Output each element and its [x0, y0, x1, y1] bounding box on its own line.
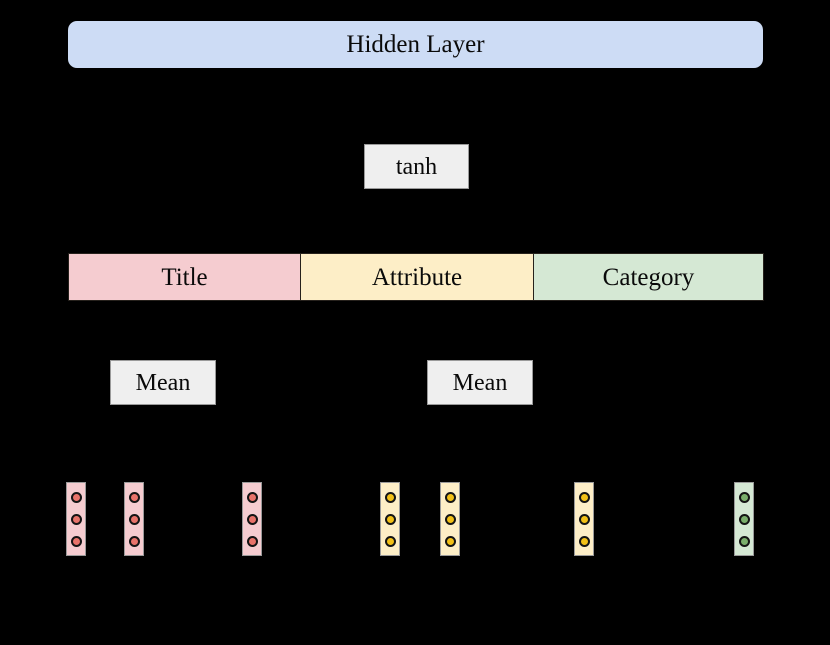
- feature-band-title: Title: [68, 253, 301, 301]
- embedding-cell: [128, 535, 140, 547]
- embedding-cell: [738, 491, 750, 503]
- embedding-vector-attribute: [440, 482, 460, 556]
- embedding-cell: [578, 535, 590, 547]
- embedding-cell: [70, 535, 82, 547]
- embedding-vector-attribute: [574, 482, 594, 556]
- embedding-cell: [246, 491, 258, 503]
- embedding-cell: [444, 535, 456, 547]
- embedding-cell: [384, 513, 396, 525]
- embedding-vector-title: [242, 482, 262, 556]
- embedding-cell: [738, 513, 750, 525]
- embedding-vector-attribute: [380, 482, 400, 556]
- embedding-cell: [738, 535, 750, 547]
- embedding-cell: [128, 491, 140, 503]
- embedding-cell: [444, 513, 456, 525]
- mean-pooling-attribute: Mean: [427, 360, 533, 405]
- hidden-layer-block: Hidden Layer: [68, 21, 763, 68]
- embedding-cell: [70, 513, 82, 525]
- embedding-cell: [578, 513, 590, 525]
- embedding-vector-title: [124, 482, 144, 556]
- tanh-activation-block: tanh: [364, 144, 469, 189]
- embedding-cell: [246, 513, 258, 525]
- feature-band-attribute: Attribute: [300, 253, 534, 301]
- embedding-cell: [444, 491, 456, 503]
- embedding-cell: [384, 491, 396, 503]
- embedding-cell: [70, 491, 82, 503]
- embedding-vector-category: [734, 482, 754, 556]
- embedding-vector-title: [66, 482, 86, 556]
- feature-band-category: Category: [533, 253, 764, 301]
- embedding-cell: [128, 513, 140, 525]
- embedding-cell: [578, 491, 590, 503]
- mean-pooling-title: Mean: [110, 360, 216, 405]
- embedding-cell: [384, 535, 396, 547]
- embedding-cell: [246, 535, 258, 547]
